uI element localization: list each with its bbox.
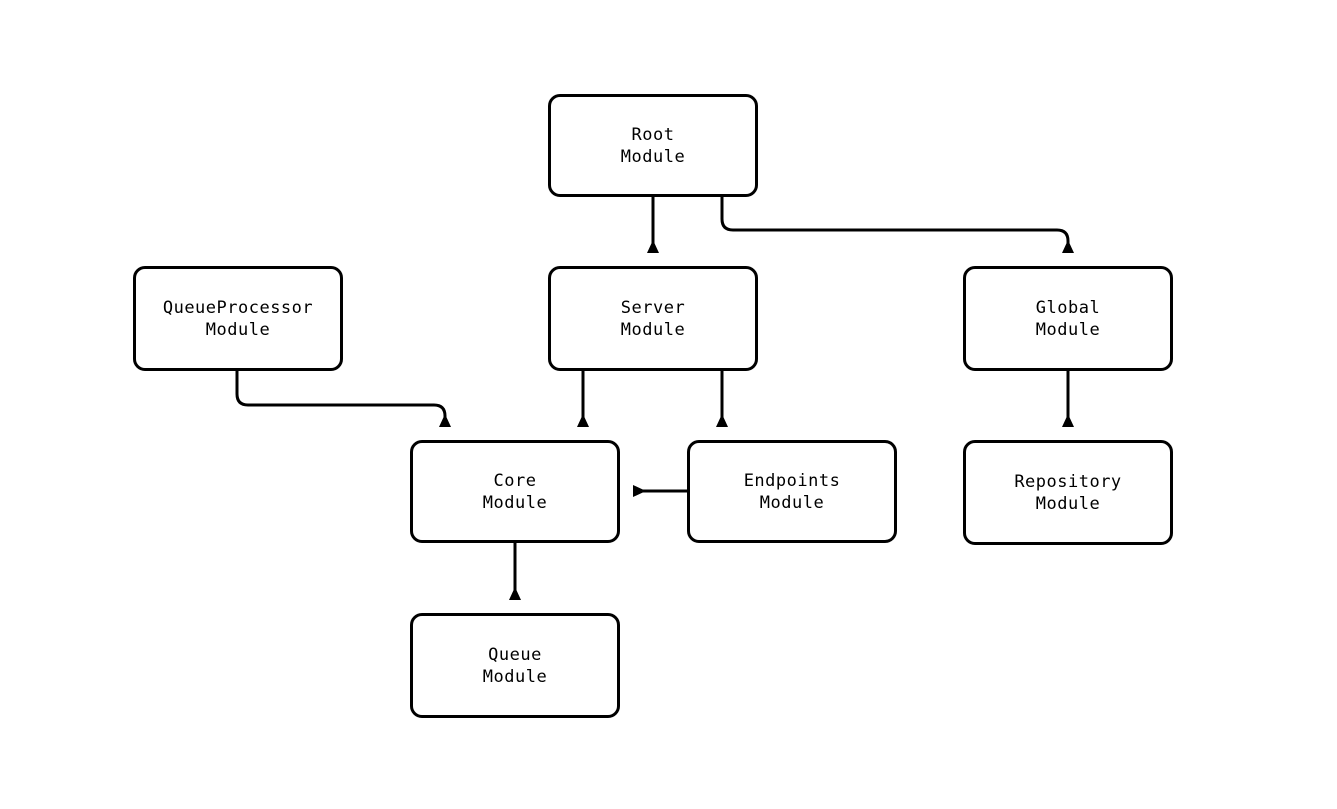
node-global[interactable]: Global Module [963,266,1173,371]
node-server-line2: Module [620,319,686,340]
node-queueprocessor-line2: Module [205,319,271,340]
node-global-line2: Module [1035,319,1101,340]
node-endpoints-line2: Module [759,492,825,513]
node-queueprocessor-line1: QueueProcessor [162,297,314,318]
node-server[interactable]: Server Module [548,266,758,371]
node-endpoints[interactable]: Endpoints Module [687,440,897,543]
node-server-line1: Server [620,297,686,318]
node-repository-line2: Module [1035,493,1101,514]
node-global-line1: Global [1035,297,1101,318]
node-repository[interactable]: Repository Module [963,440,1173,545]
node-queue[interactable]: Queue Module [410,613,620,718]
node-repository-line1: Repository [1014,471,1122,492]
node-root-line2: Module [620,146,686,167]
node-queueprocessor[interactable]: QueueProcessor Module [133,266,343,371]
node-queue-line1: Queue [488,644,542,665]
node-queue-line2: Module [482,666,548,687]
node-core-line1: Core [493,470,537,491]
node-core-line2: Module [482,492,548,513]
node-root[interactable]: Root Module [548,94,758,197]
edge-root-to-global [720,197,1074,253]
node-core[interactable]: Core Module [410,440,620,543]
edge-queueprocessor-to-core [235,371,451,427]
node-endpoints-line1: Endpoints [743,470,841,491]
node-root-line1: Root [631,124,675,145]
